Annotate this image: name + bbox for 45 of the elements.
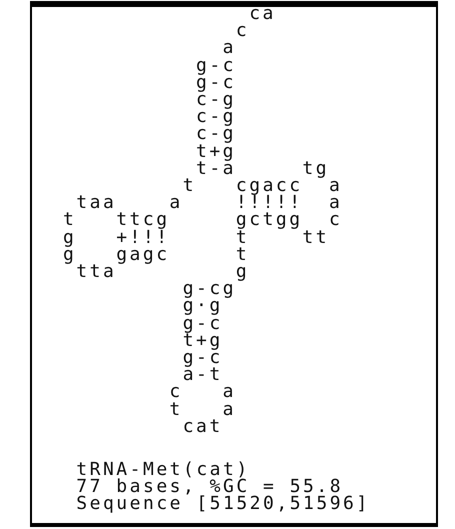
sequence-text: g bbox=[63, 228, 76, 247]
sequence-text: t bbox=[63, 211, 76, 230]
sequence-text: a bbox=[222, 383, 236, 402]
sequence-text: tg bbox=[302, 160, 330, 178]
sequence-text: t bbox=[236, 246, 250, 264]
sequence-text: c bbox=[236, 22, 250, 40]
sequence-text: gctgg bbox=[236, 211, 303, 230]
sequence-text: g bbox=[236, 263, 250, 281]
sequence-text: c-g bbox=[196, 125, 236, 144]
sequence-text: t+g bbox=[182, 332, 223, 350]
sequence-text: t bbox=[182, 177, 196, 195]
sequence-text: g-c bbox=[182, 349, 223, 367]
sequence-text: c-g bbox=[196, 91, 236, 109]
sequence-text: c-g bbox=[196, 108, 236, 126]
sequence-text: t+g bbox=[196, 142, 236, 161]
sequence-text: t bbox=[169, 400, 183, 419]
sequence-text: cgacc bbox=[236, 177, 303, 195]
sequence-text: gagc bbox=[116, 246, 170, 264]
sequence-text: ttcg bbox=[116, 211, 170, 230]
sequence-text: c bbox=[169, 383, 183, 402]
sequence-text: +!!! bbox=[116, 228, 170, 247]
info-text: Sequence [51520,51596] bbox=[76, 495, 370, 514]
sequence-text: a bbox=[222, 400, 236, 419]
sequence-text: a-t bbox=[182, 366, 223, 384]
sequence-text: ca bbox=[249, 5, 276, 23]
sequence-text: c bbox=[329, 211, 342, 230]
info-text: tRNA-Met(cat) bbox=[76, 460, 250, 479]
sequence-text: t-a bbox=[196, 160, 236, 178]
sequence-text: g-c bbox=[196, 74, 236, 92]
info-text: 77 bases, %GC = 55.8 bbox=[76, 478, 344, 496]
sequence-text: a bbox=[169, 194, 183, 212]
sequence-text: !!!!! bbox=[236, 194, 303, 212]
sequence-text: a bbox=[329, 177, 342, 195]
sequence-text: g-cg bbox=[182, 280, 236, 298]
sequence-text: g·g bbox=[182, 297, 223, 316]
sequence-text: taa bbox=[76, 194, 116, 212]
sequence-text: g bbox=[63, 246, 76, 264]
sequence-text: tt bbox=[302, 228, 330, 247]
sequence-text: cat bbox=[182, 418, 223, 436]
sequence-text: g-c bbox=[182, 314, 223, 333]
sequence-text: g-c bbox=[196, 56, 236, 75]
sequence-text: tta bbox=[76, 263, 116, 281]
sequence-text: a bbox=[222, 39, 236, 58]
sequence-text: t bbox=[236, 228, 250, 247]
sequence-text: a bbox=[329, 194, 342, 212]
